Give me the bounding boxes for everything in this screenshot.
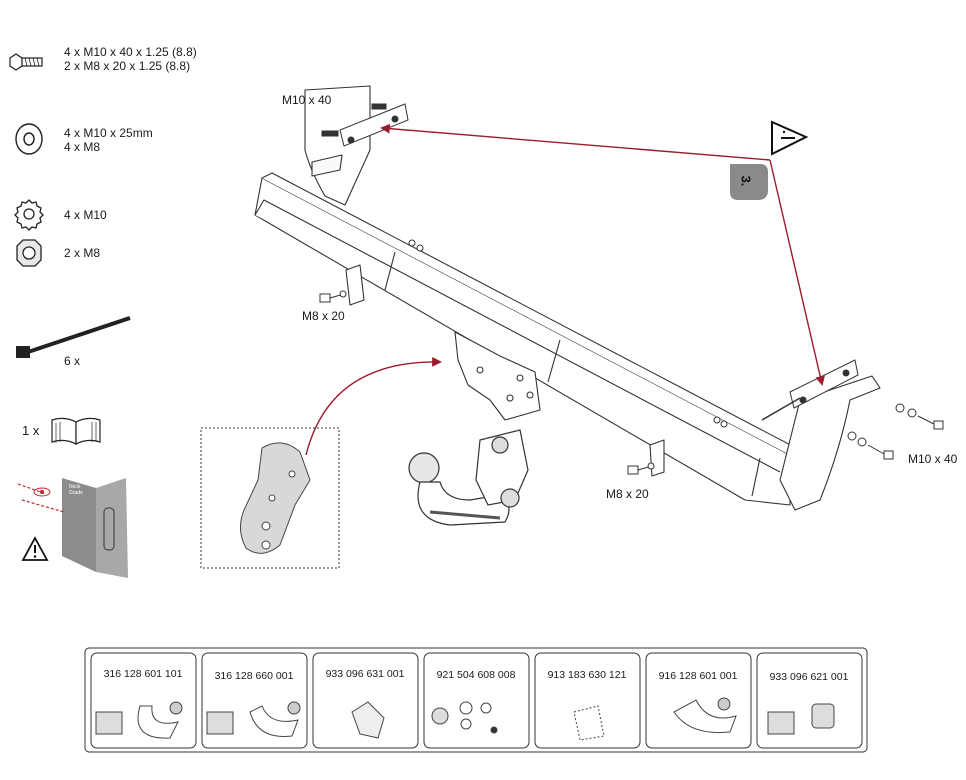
part-number-4: 921 504 608 008	[436, 669, 516, 681]
part-number-strip	[84, 647, 868, 753]
card-thumbnails	[95, 697, 835, 741]
m8-bolt-left	[319, 290, 347, 303]
washer-spec-2: 4 x M8	[64, 140, 101, 154]
nuts-top	[408, 239, 728, 428]
label-m8-left: M8 x 20	[302, 309, 345, 323]
flange-plate-illustration	[240, 442, 311, 554]
label-m8-right: M8 x 20	[606, 487, 649, 501]
arrow-to-right-plate	[769, 159, 826, 386]
lock-washer-icon	[14, 199, 44, 231]
label-m10-top: M10 x 40	[282, 93, 332, 107]
bolt-spec-1: 4 x M10 x 40 x 1.25 (8.8)	[64, 45, 197, 59]
part-number-6: 916 128 601 001	[658, 670, 738, 682]
caution-card-illustration	[17, 478, 128, 578]
label-m10-right: M10 x 40	[908, 452, 958, 466]
step-badge: 3.	[738, 175, 754, 187]
washer-spec-1: 4 x M10 x 25mm	[64, 126, 153, 140]
manual-spec: 1 x	[22, 423, 40, 438]
manual-book-icon	[51, 417, 101, 445]
part-number-7: 933 096 621 001	[769, 671, 849, 683]
warning-triangle-icon	[21, 536, 49, 561]
nut-icon	[16, 239, 42, 267]
nut-spec: 2 x M8	[64, 246, 101, 260]
left-bolt-plate	[321, 103, 409, 147]
torque-indicator-icon	[771, 120, 809, 156]
part-number-1: 316 128 601 101	[103, 668, 183, 680]
part-number-5: 913 183 630 121	[547, 669, 627, 681]
washer-icon	[15, 123, 43, 155]
part-number-3: 933 096 631 001	[325, 668, 405, 680]
caution-card-line-1: Neck	[69, 484, 81, 490]
m10-bolts-right	[847, 403, 944, 460]
lock-washer-spec: 4 x M10	[64, 208, 107, 222]
caution-card-line-2: Grade	[69, 490, 83, 496]
cable-tie-icon	[16, 316, 131, 358]
bolt-icon	[9, 53, 43, 71]
tow-ball-illustration	[408, 429, 529, 526]
part-number-2: 316 128 660 001	[214, 670, 294, 682]
bolt-spec-2: 2 x M8 x 20 x 1.25 (8.8)	[64, 59, 191, 73]
crossbar-frame	[254, 85, 881, 511]
cable-tie-spec: 6 x	[64, 354, 81, 368]
step-badge-shape	[730, 164, 768, 200]
detail-box	[200, 427, 340, 569]
arrow-to-left-plate	[380, 123, 771, 161]
m8-bolt-right	[627, 462, 655, 475]
arrow-to-mount	[305, 356, 442, 456]
